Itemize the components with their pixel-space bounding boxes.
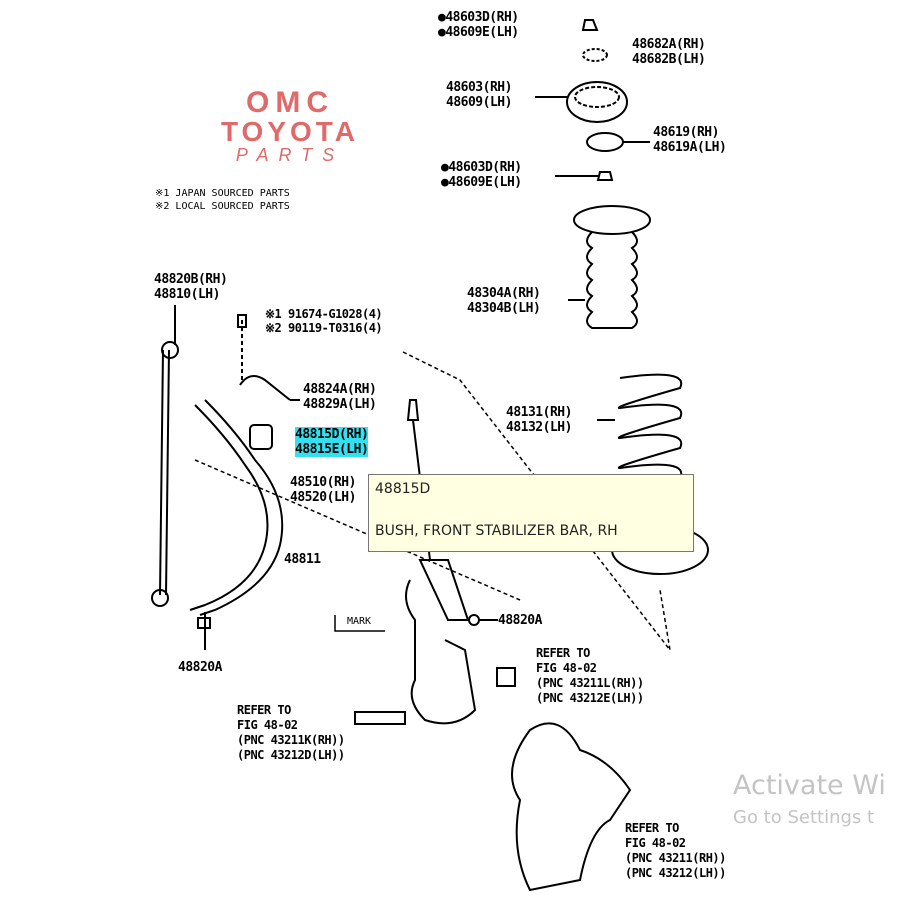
part-label[interactable]: 48820A (498, 613, 542, 628)
part-label-highlighted[interactable]: 48815D(RH) 48815E(LH) (295, 427, 369, 457)
part-label[interactable]: 48304A(RH) 48304B(LH) (467, 286, 541, 316)
refer-note: REFER TO FIG 48-02 (PNC 43211(RH)) (PNC … (625, 821, 726, 880)
tooltip-description: BUSH, FRONT STABILIZER BAR, RH (375, 523, 618, 539)
refer-note: REFER TO FIG 48-02 (PNC 43211K(RH)) (PNC… (237, 703, 345, 762)
part-tooltip: 48815D BUSH, FRONT STABILIZER BAR, RH (368, 474, 694, 552)
note-local-sourced: ※2 LOCAL SOURCED PARTS (155, 201, 290, 212)
tooltip-part-number: 48815D (375, 481, 431, 497)
part-label[interactable]: 48510(RH) 48520(LH) (290, 475, 356, 505)
mark-label: MARK (347, 616, 372, 627)
part-label[interactable]: 48603(RH) 48609(LH) (446, 80, 512, 110)
part-label[interactable]: ※1 91674-G1028(4) ※2 90119-T0316(4) (265, 307, 383, 335)
watermark-subtitle: Go to Settings t (733, 807, 875, 828)
watermark-title: Activate Wi (733, 770, 886, 801)
part-label[interactable]: 48131(RH) 48132(LH) (506, 405, 572, 435)
logo-toyota: TOYOTA (220, 116, 360, 147)
part-label[interactable]: ●48603D(RH) ●48609E(LH) (441, 160, 522, 190)
activate-windows-watermark: Activate Wi Go to Settings t (733, 770, 886, 828)
part-label[interactable]: 48820A (178, 660, 222, 675)
part-label[interactable]: 48824A(RH) 48829A(LH) (303, 382, 377, 412)
part-label[interactable]: 48682A(RH) 48682B(LH) (632, 37, 706, 67)
logo-omc: OMC (246, 86, 334, 119)
logo-parts: PARTS (235, 145, 345, 165)
note-japan-sourced: ※1 JAPAN SOURCED PARTS (155, 188, 290, 199)
part-label[interactable]: ●48603D(RH) ●48609E(LH) (438, 10, 519, 40)
refer-note: REFER TO FIG 48-02 (PNC 43211L(RH)) (PNC… (536, 646, 644, 705)
part-label[interactable]: 48820B(RH) 48810(LH) (154, 272, 228, 302)
omc-toyota-parts-logo: OMC TOYOTA PARTS (160, 86, 420, 165)
part-label[interactable]: 48619(RH) 48619A(LH) (653, 125, 727, 155)
part-label[interactable]: 48811 (284, 552, 321, 567)
